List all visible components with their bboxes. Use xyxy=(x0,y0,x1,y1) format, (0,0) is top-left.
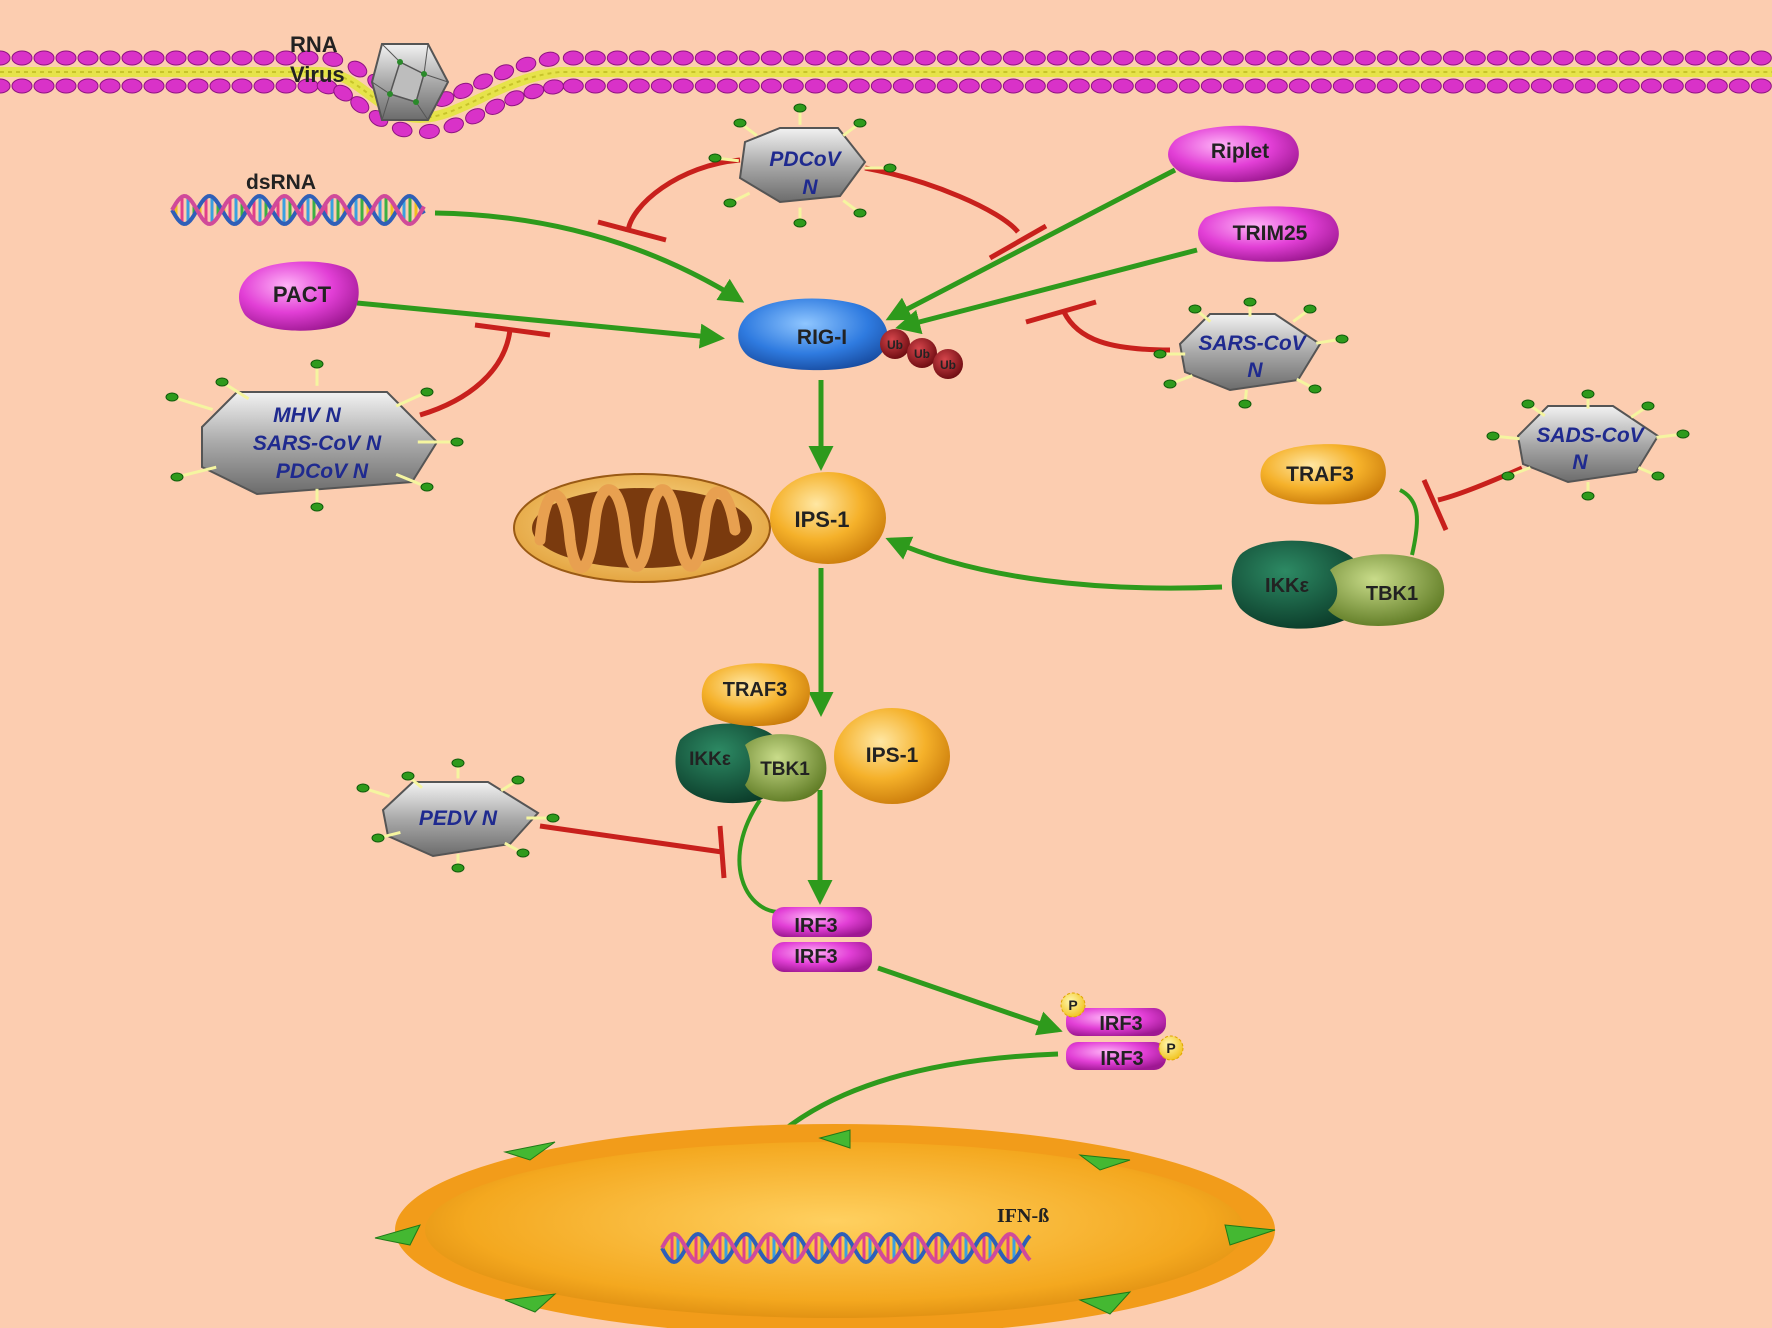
sads-label-1: SADS-CoV xyxy=(1536,424,1645,447)
rna-virus xyxy=(370,43,450,121)
rig-i-node: RIG-I xyxy=(738,298,888,371)
tbk1-label-complex: TBK1 xyxy=(760,759,810,780)
inhibit-left-group xyxy=(419,329,513,418)
inhibit-sads xyxy=(1437,465,1524,503)
irf3-label-b: IRF3 xyxy=(794,946,837,968)
irf3p-label-b: IRF3 xyxy=(1100,1048,1143,1070)
pdcov-top-label-1: PDCoV xyxy=(769,148,842,171)
rig-i-label: RIG-I xyxy=(797,326,847,349)
arrow-irf3-to-irf3p xyxy=(877,965,1063,1036)
trim25-label: TRIM25 xyxy=(1233,222,1308,245)
inhibit-sars-right xyxy=(1061,310,1171,353)
sads-cov-n: SADS-CoV N xyxy=(1516,405,1660,484)
ub-label-2: Ub xyxy=(914,347,930,361)
pdcov-top-label-2: N xyxy=(802,176,818,199)
riplet-node: Riplet xyxy=(1168,125,1299,183)
sars-right-label-1: SARS-CoV xyxy=(1198,332,1307,355)
traf3-node-right: TRAF3 xyxy=(1260,444,1386,505)
phospho-label-1: P xyxy=(1068,997,1077,1013)
rna-virus-label-line2: Virus xyxy=(290,62,345,87)
arrow-trim25-to-rigi xyxy=(895,247,1198,335)
phospho-irf3-dimer: IRF3 IRF3 P P xyxy=(1060,992,1184,1070)
ikke-label-right: IKKε xyxy=(1265,575,1309,597)
cell-membrane xyxy=(0,50,1772,139)
traf3-label-complex: TRAF3 xyxy=(723,679,787,701)
traf3-label-right: TRAF3 xyxy=(1286,463,1354,486)
arrow-riplet-to-rigi xyxy=(885,167,1177,321)
rna-virus-label-line1: RNA xyxy=(290,32,338,57)
phospho-label-2: P xyxy=(1166,1040,1175,1056)
signaling-complex-center: IPS-1 TRAF3 IKKε TBK1 xyxy=(675,663,950,804)
ubiquitin-chain: Ub Ub Ub xyxy=(880,329,963,379)
tbk1-label-right: TBK1 xyxy=(1366,583,1418,605)
sads-label-2: N xyxy=(1572,451,1588,474)
arrow-dsrna-to-rigi xyxy=(434,210,745,303)
nucleus xyxy=(374,1124,1276,1328)
dsrna-helix xyxy=(170,193,426,227)
ub-label-3: Ub xyxy=(940,358,956,372)
inhibit-pedv xyxy=(539,823,723,855)
ips1-label-complex: IPS-1 xyxy=(866,744,919,767)
ikke-tbk1-complex-right: IKKε TBK1 xyxy=(1231,540,1445,629)
inhibit-pdcov-right xyxy=(864,165,1020,234)
pact-node: PACT xyxy=(238,261,359,331)
riplet-label: Riplet xyxy=(1211,140,1269,163)
ikke-label-complex: IKKε xyxy=(689,749,731,770)
activation-arrows xyxy=(356,167,1223,1238)
ifn-beta-label: IFN-ß xyxy=(997,1205,1049,1227)
mitochondrion xyxy=(513,473,771,583)
pact-label: PACT xyxy=(273,282,332,307)
trim25-node: TRIM25 xyxy=(1198,206,1339,262)
irf3-label-a: IRF3 xyxy=(794,915,837,937)
sars-cov-n-right: SARS-CoV N xyxy=(1178,313,1322,392)
pedv-n: PEDV N xyxy=(381,781,540,858)
irf3p-label-a: IRF3 xyxy=(1099,1013,1142,1035)
pdcov-n-top: PDCoV N xyxy=(738,127,867,204)
arrow-complex-to-ips1 xyxy=(885,536,1223,591)
tbk1-traf3-connector xyxy=(1398,488,1419,556)
mhv-sars-pdcov-n-group: MHV N SARS-CoV N PDCoV N xyxy=(201,391,439,496)
arrow-pact-to-rigi xyxy=(356,300,725,349)
tbk1-irf3-connector xyxy=(737,798,779,914)
capsid-spikes xyxy=(165,103,1690,873)
pedv-label: PEDV N xyxy=(419,807,498,830)
group-label-3: PDCoV N xyxy=(276,460,369,483)
sars-right-label-2: N xyxy=(1247,359,1263,382)
inhibit-pdcov-left xyxy=(625,157,741,233)
ips1-label-top: IPS-1 xyxy=(794,507,849,532)
group-label-2: SARS-CoV N xyxy=(253,432,382,455)
ips1-node-top: IPS-1 xyxy=(770,472,886,564)
inhibition-lines xyxy=(419,157,1524,879)
dna-helix-nucleus xyxy=(660,1231,1032,1265)
irf3-dimer: IRF3 IRF3 xyxy=(772,907,872,972)
ub-label-1: Ub xyxy=(887,338,903,352)
dsrna-label: dsRNA xyxy=(246,171,316,194)
group-label-1: MHV N xyxy=(273,404,342,427)
